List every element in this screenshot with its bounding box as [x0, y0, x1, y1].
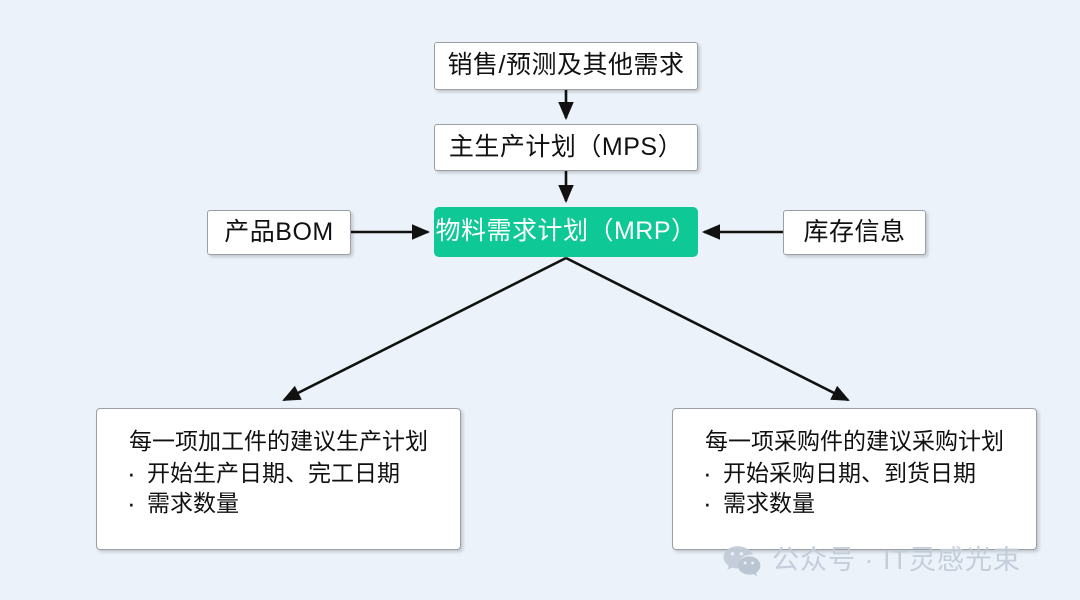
node-product-bom[interactable]: 产品BOM — [207, 210, 351, 255]
panel-production-plan[interactable]: 每一项加工件的建议生产计划 开始生产日期、完工日期 需求数量 — [96, 408, 461, 550]
watermark-text: 公众号 · IT灵感光束 — [772, 544, 1021, 575]
list-item: 需求数量 — [125, 486, 446, 521]
node-inventory-info[interactable]: 库存信息 — [783, 210, 926, 255]
list-item: 需求数量 — [701, 486, 1022, 521]
panel-purchase-plan[interactable]: 每一项采购件的建议采购计划 开始采购日期、到货日期 需求数量 — [672, 408, 1037, 550]
list-item: 开始采购日期、到货日期 — [701, 456, 1022, 491]
node-demand-label: 销售/预测及其他需求 — [447, 51, 685, 80]
node-master-production-schedule[interactable]: 主生产计划（MPS） — [434, 124, 698, 171]
panel-production-heading: 每一项加工件的建议生产计划 — [129, 428, 428, 454]
panel-production-list: 开始生产日期、完工日期 需求数量 — [111, 456, 446, 521]
arrow-mrp-to-production — [282, 256, 567, 402]
node-inventory-label: 库存信息 — [803, 217, 906, 246]
node-mrp-label: 物料需求计划（MRP） — [435, 217, 697, 246]
node-demand[interactable]: 销售/预测及其他需求 — [434, 42, 698, 90]
panel-purchase-heading: 每一项采购件的建议采购计划 — [705, 428, 1004, 454]
watermark: 公众号 · IT灵感光束 — [722, 544, 1021, 576]
node-mps-label: 主生产计划（MPS） — [448, 132, 684, 161]
panel-purchase-list: 开始采购日期、到货日期 需求数量 — [687, 456, 1022, 521]
node-material-requirements-planning[interactable]: 物料需求计划（MRP） — [434, 207, 698, 257]
list-item: 开始生产日期、完工日期 — [125, 456, 446, 491]
wechat-icon — [722, 544, 762, 576]
arrow-mrp-to-purchase — [565, 256, 850, 402]
node-bom-label: 产品BOM — [224, 217, 334, 246]
